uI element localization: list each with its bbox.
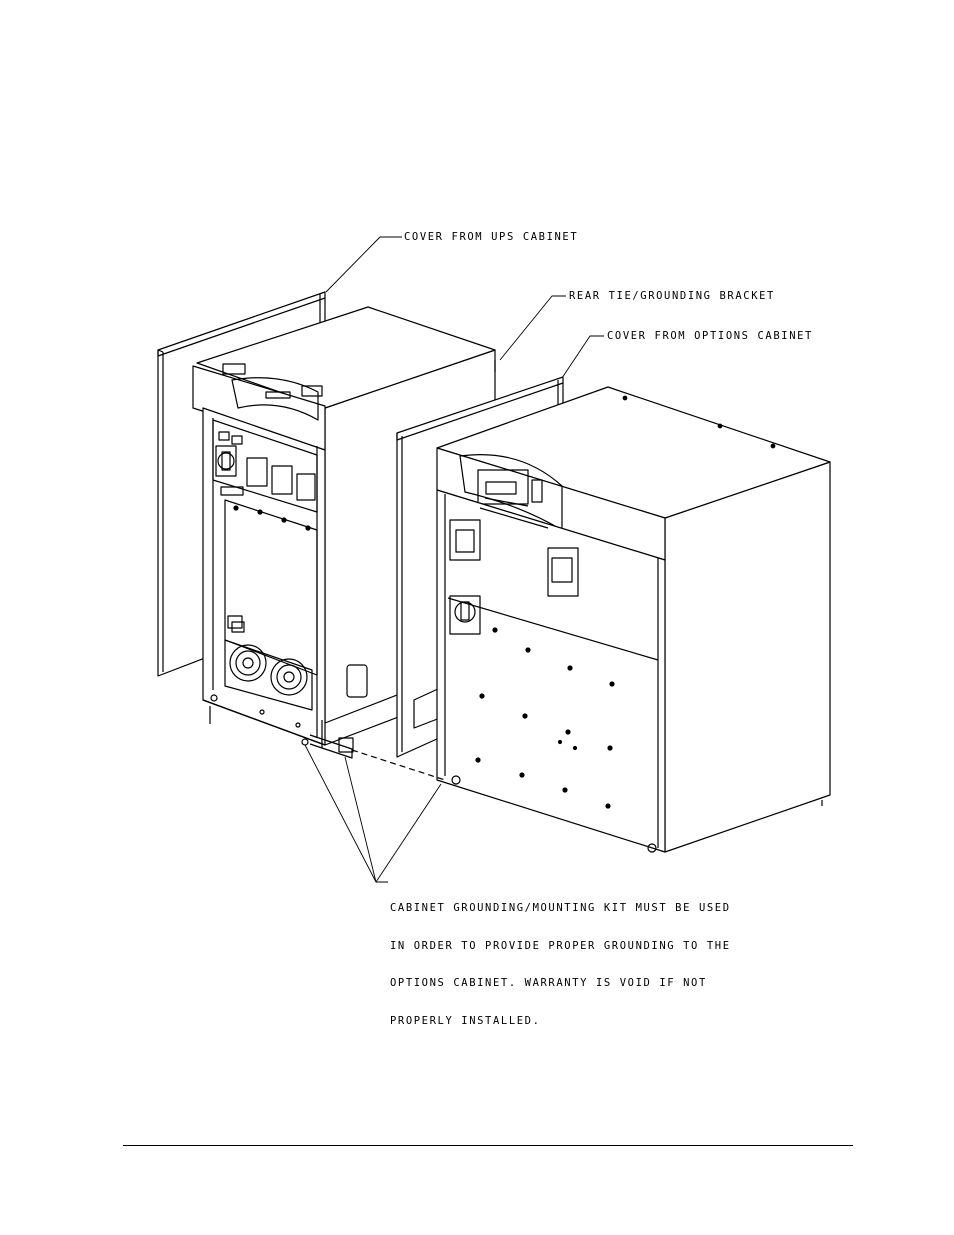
note-line: CABINET GROUNDING/MOUNTING KIT MUST BE U…	[390, 902, 731, 915]
note-line: PROPERLY INSTALLED.	[390, 1015, 731, 1028]
callout-rear-bracket: REAR TIE/GROUNDING BRACKET	[569, 290, 775, 303]
options-cabinet	[437, 387, 830, 852]
note-line: OPTIONS CABINET. WARRANTY IS VOID IF NOT	[390, 977, 731, 990]
callout-options-cover: COVER FROM OPTIONS CABINET	[607, 330, 813, 343]
callout-grounding-kit-note: CABINET GROUNDING/MOUNTING KIT MUST BE U…	[390, 877, 731, 1040]
note-line: IN ORDER TO PROVIDE PROPER GROUNDING TO …	[390, 940, 731, 953]
callout-ups-cover: COVER FROM UPS CABINET	[404, 231, 578, 244]
footer-divider	[123, 1145, 853, 1146]
